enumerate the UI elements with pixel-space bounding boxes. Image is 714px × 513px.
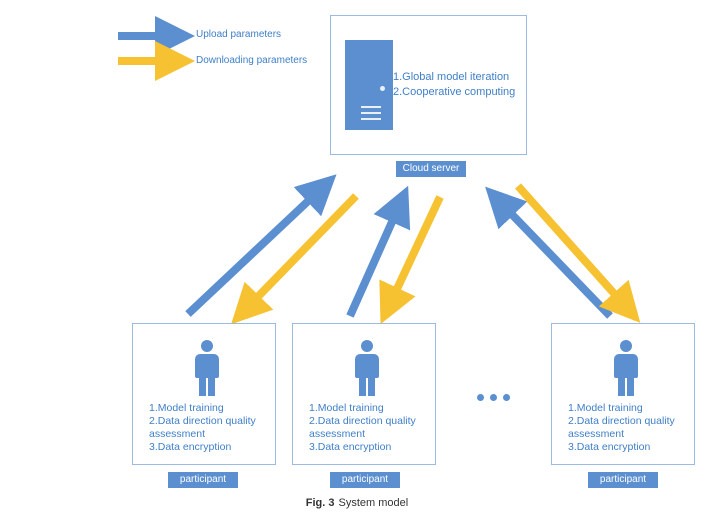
- participant-line: 3.Data encryption: [149, 441, 232, 453]
- upload-arrow-p1: [185, 174, 337, 317]
- participant-box-2: 1.Model training 2.Data direction qualit…: [292, 323, 436, 465]
- upload-arrow-p3: [485, 186, 613, 319]
- participant-label-3: participant: [588, 472, 658, 488]
- figure-title: System model: [338, 497, 409, 509]
- server-icon: [345, 40, 393, 130]
- participant-line: 3.Data encryption: [309, 441, 392, 453]
- participant-line: assessment: [149, 428, 206, 440]
- download-arrow-p3: [515, 183, 641, 323]
- server-item: 2.Cooperative computing: [393, 86, 516, 98]
- participant-line: 3.Data encryption: [568, 441, 651, 453]
- participant-line: assessment: [568, 428, 625, 440]
- cloud-server-label: Cloud server: [396, 161, 466, 177]
- person-icon: [193, 340, 221, 396]
- person-icon: [612, 340, 640, 396]
- legend-download-label: Downloading parameters: [196, 55, 308, 66]
- participant-line: 1.Model training: [568, 402, 643, 414]
- ellipsis-dots: [477, 394, 513, 404]
- legend-upload-label: Upload parameters: [196, 29, 282, 40]
- download-arrow-p2: [379, 195, 444, 325]
- participant-line: 1.Model training: [309, 402, 384, 414]
- participant-label-1: participant: [168, 472, 238, 488]
- participant-line: 2.Data direction quality: [149, 415, 256, 427]
- cloud-server-box: 1.Global model iteration 2.Cooperative c…: [330, 15, 527, 155]
- participant-box-3: 1.Model training 2.Data direction qualit…: [551, 323, 695, 465]
- participant-box-1: 1.Model training 2.Data direction qualit…: [132, 323, 276, 465]
- upload-arrow-p2: [346, 185, 411, 318]
- person-icon: [353, 340, 381, 396]
- download-arrow-p1: [231, 193, 359, 325]
- participant-label-2: participant: [330, 472, 400, 488]
- server-item: 1.Global model iteration: [393, 71, 510, 83]
- participant-functions: 1.Model training 2.Data direction qualit…: [149, 402, 281, 454]
- participant-functions: 1.Model training 2.Data direction qualit…: [568, 402, 700, 454]
- participant-line: 2.Data direction quality: [568, 415, 675, 427]
- participant-line: 1.Model training: [149, 402, 224, 414]
- participant-functions: 1.Model training 2.Data direction qualit…: [309, 402, 441, 454]
- figure-number: Fig. 3: [305, 497, 335, 509]
- participant-line: 2.Data direction quality: [309, 415, 416, 427]
- participant-line: assessment: [309, 428, 366, 440]
- server-functions: 1.Global model iteration 2.Cooperative c…: [393, 70, 515, 100]
